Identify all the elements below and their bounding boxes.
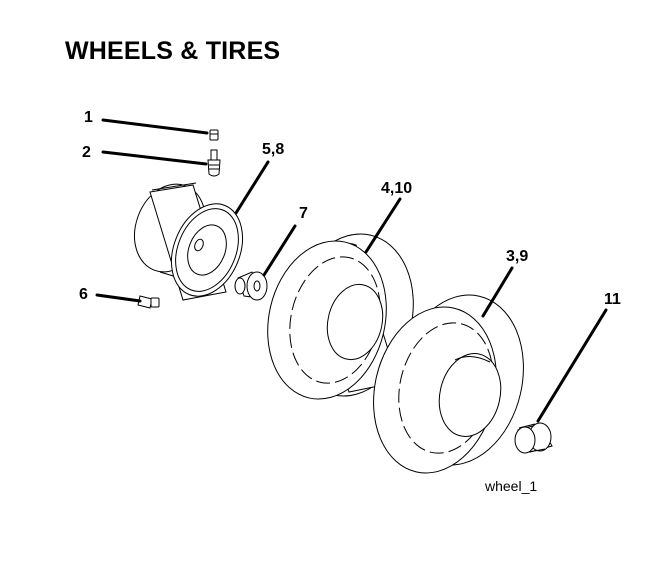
- callout-4-10: 4,10: [381, 180, 412, 197]
- rear-tire-part: [373, 294, 524, 474]
- callout-3-9: 3,9: [506, 248, 528, 265]
- callout-2: 2: [82, 144, 91, 161]
- callout-5-8: 5,8: [262, 141, 284, 158]
- bushing-part: [234, 271, 268, 301]
- image-reference-label: wheel_1: [484, 478, 537, 494]
- wheel-rim-part: [134, 182, 243, 301]
- callout-1: 1: [84, 109, 93, 126]
- leader-line-3-9: [481, 266, 514, 318]
- front-tire-part: [267, 233, 414, 400]
- callout-11: 11: [604, 291, 621, 308]
- valve-stem-part: [207, 149, 221, 177]
- callout-7: 7: [299, 205, 308, 222]
- valve-cap-part: [209, 129, 219, 141]
- page-title: WHEELS & TIRES: [65, 37, 281, 65]
- leader-line-5-8: [234, 160, 270, 215]
- leader-line-4-10: [364, 197, 402, 254]
- leader-line-11: [536, 308, 608, 423]
- callout-6: 6: [79, 286, 88, 303]
- leader-line-6: [95, 293, 142, 303]
- leader-line-1: [101, 118, 209, 135]
- grease-fitting-part: [137, 295, 160, 309]
- leader-line-7: [262, 224, 297, 277]
- hub-cap-part: [514, 422, 553, 454]
- leader-line-2: [101, 150, 208, 166]
